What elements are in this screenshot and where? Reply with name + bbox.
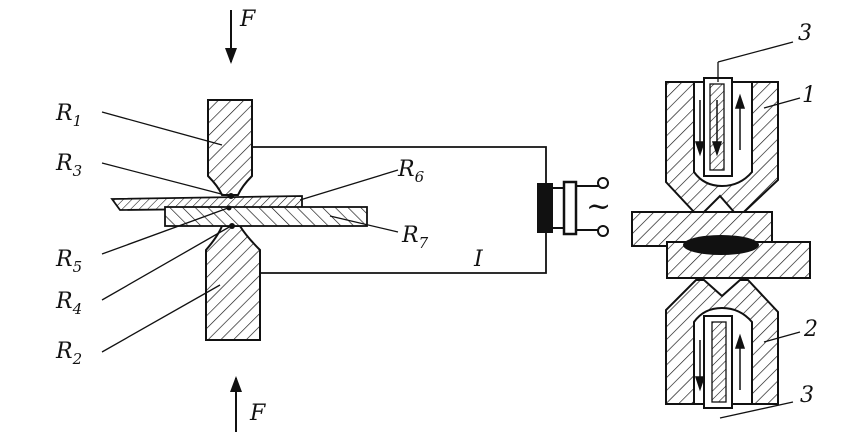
label-r2-sub: 2 — [72, 350, 83, 368]
label-r5-main: R — [55, 247, 73, 272]
label-r2-main: R — [55, 339, 73, 364]
label-r6-main: R — [397, 157, 415, 182]
force-label-bottom: F — [249, 401, 266, 426]
current-label: I — [473, 247, 484, 272]
callout-electrode-top: 1 — [802, 83, 816, 108]
label-r5: R5 — [55, 247, 82, 276]
lower-tube-wall — [711, 321, 727, 403]
force-arrow-top: F — [225, 7, 256, 64]
force-label-top: F — [239, 7, 256, 32]
lower-sheet — [164, 206, 368, 227]
label-r3-sub: 3 — [73, 162, 83, 180]
left-schematic: F F — [55, 7, 611, 432]
transformer-symbol: ~ — [537, 177, 611, 237]
callout-coolant-bottom: 3 — [800, 383, 814, 408]
contact-point-middle — [226, 205, 232, 211]
label-r7: R7 — [401, 223, 429, 252]
label-r6-sub: 6 — [415, 168, 425, 186]
label-r7-sub: 7 — [419, 234, 429, 252]
contact-point-lower — [229, 223, 235, 229]
callout-coolant-top: 3 — [798, 21, 812, 46]
upper-electrode — [207, 99, 253, 196]
label-r4: R4 — [55, 289, 82, 318]
label-r2: R2 — [55, 339, 82, 368]
callout-leaders — [717, 41, 801, 419]
label-r1: R1 — [55, 101, 82, 130]
weld-nugget — [683, 235, 759, 255]
right-cross-section: 3 1 2 3 — [631, 21, 818, 419]
label-r4-main: R — [55, 289, 73, 314]
lower-flow-arrows — [694, 333, 746, 392]
label-r3-main: R — [55, 151, 73, 176]
force-arrow-bottom: F — [230, 376, 266, 432]
leader-lines — [101, 111, 399, 353]
contact-point-upper — [228, 193, 234, 199]
label-r1-main: R — [55, 101, 73, 126]
upper-flow-arrows — [694, 93, 746, 157]
label-r3: R3 — [55, 151, 82, 180]
label-r7-main: R — [401, 223, 419, 248]
callout-electrode-bottom: 2 — [803, 317, 818, 342]
circuit-wires — [252, 146, 547, 274]
label-r1-sub: 1 — [73, 112, 83, 130]
label-r5-sub: 5 — [73, 258, 83, 276]
lower-electrode — [205, 225, 261, 341]
label-r4-sub: 4 — [72, 300, 83, 318]
ac-symbol: ~ — [586, 189, 611, 224]
label-r6: R6 — [397, 157, 425, 186]
